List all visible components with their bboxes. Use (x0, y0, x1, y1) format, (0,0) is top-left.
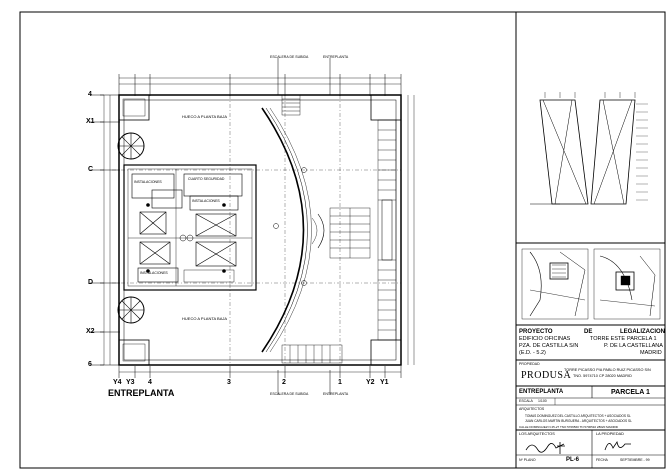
title-block (516, 92, 665, 468)
zone-label-lower: HUECO A PLANTA BAJA (182, 316, 228, 321)
scale-value: 1/100 (538, 399, 547, 403)
corner-core-top-right (370, 94, 402, 121)
core-label-installations-1: INSTALACIONES (134, 180, 162, 184)
owner-address-2: TNO. 5974710 CP 28020 MADRID (573, 374, 632, 378)
section-markers (277, 58, 331, 395)
project-de: DE (584, 329, 593, 335)
mezzanine-stair (311, 207, 371, 259)
project-line3-right: MADRID (640, 350, 662, 356)
corner-core-bottom-left (118, 339, 150, 366)
project-line3-left: (E.D. - 5.2) (519, 350, 546, 356)
core-label-installations-2: INSTALACIONES (192, 199, 220, 203)
key-plan-right (593, 248, 661, 320)
axis-label-y2: Y2 (366, 379, 375, 386)
core-room-installations-3 (189, 195, 239, 211)
architects-line-2: JUAN CARLOS MARTIN BURGUERA - ARQUITECTO… (525, 419, 632, 423)
axis-label-b2: 2 (282, 379, 286, 386)
axis-label-d: D (88, 279, 94, 286)
axis-label-b3: 3 (227, 379, 231, 386)
building-inner-outline (123, 99, 397, 361)
owner-address-1: TORRE PICASSO P/A PABLO RUIZ PICASSO S/N (564, 368, 651, 372)
curved-facade (261, 107, 305, 353)
axis-label-c: C (88, 166, 94, 173)
architects-label: ARQUITECTOS (519, 407, 545, 411)
stair-bottom (281, 344, 343, 364)
core-lift-4 (195, 241, 237, 267)
corner-core-top-left (118, 94, 150, 121)
date-value: SEPTIEMBRE - 99 (620, 458, 650, 462)
round-column-lower (117, 296, 145, 324)
axis-label-y1: Y1 (380, 379, 389, 386)
axis-label-x1: X1 (86, 118, 95, 125)
plan-number-label: Nº PLANO (519, 458, 536, 462)
right-facade-wall (377, 119, 397, 341)
owner-label: PROPIEDAD (519, 362, 540, 366)
core-room-installations-2 (151, 189, 183, 209)
axis-label-4: 4 (88, 91, 92, 98)
floor-title: ENTREPLANTA (108, 388, 175, 398)
corner-core-bottom-right (370, 339, 402, 366)
bottom-dim-ticks (118, 366, 402, 378)
round-column-upper (117, 132, 145, 160)
plan-number: PL-6 (566, 457, 580, 463)
core-label-security: CUARTO SEGURIDAD (188, 177, 225, 181)
elevation-schematic (530, 92, 648, 205)
axis-bubbles-left (90, 94, 104, 366)
callout-bottom-stair: ESCALERA DE SUBIDA (270, 392, 309, 396)
project-line1-right: PARCELA 1 (627, 336, 657, 342)
parcel-label: PARCELA 1 (611, 389, 650, 396)
zone-label-upper: HUECO A PLANTA BAJA (182, 114, 228, 119)
axis-label-y4: Y4 (113, 379, 122, 386)
project-line2-right: P. DE LA CASTELLANA (604, 343, 663, 349)
core-label-installations-3: INSTALACIONES (140, 271, 168, 275)
project-line2-left: PZA. DE CASTILLA S/N (519, 343, 579, 349)
scale-label: ESCALA (519, 399, 533, 403)
date-label: FECHA (596, 458, 608, 462)
project-label: PROYECTO (519, 329, 553, 335)
central-core (123, 164, 257, 291)
owner-name: PRODUSA (521, 370, 572, 381)
building-outline (118, 94, 402, 366)
signature-right-label: LA PROPIEDAD (596, 432, 624, 436)
callout-top-stair: ESCALERA DE SUBIDA (270, 55, 309, 59)
stair-top (281, 94, 301, 116)
sheet-border (19, 11, 666, 469)
axis-label-b4: 4 (148, 379, 152, 386)
core-room-installations-1 (131, 173, 175, 199)
architects-address: CALLE DOMINGUEZ N 25-27 TNO 5706560 TN 5… (519, 425, 618, 429)
project-type: LEGALIZACION (620, 329, 665, 335)
signature-owner (604, 440, 631, 451)
axis-label-x2: X2 (86, 328, 95, 335)
project-line1-mid: TORRE ESTE (590, 336, 626, 342)
axis-label-b1: 1 (338, 379, 342, 386)
signature-left-label: LOS ARQUITECTOS (519, 432, 555, 436)
callout-bottom-mezzanine: ENTREPLANTA (323, 392, 349, 396)
key-plan-left (521, 248, 589, 320)
axis-label-y3: Y3 (126, 379, 135, 386)
sheet-title: ENTREPLANTA (519, 389, 564, 395)
signature-architects (525, 442, 565, 454)
core-lift-1 (139, 211, 167, 235)
core-lift-3 (139, 241, 171, 265)
project-line1-left: EDIFICIO OFICINAS (519, 336, 571, 342)
floor-plan (100, 74, 415, 378)
core-lift-2 (195, 213, 237, 237)
axis-label-6: 6 (88, 361, 92, 368)
core-room-installations-4 (137, 267, 179, 283)
top-dim-ticks (118, 74, 402, 96)
callout-top-mezzanine: ENTREPLANTA (323, 55, 349, 59)
architects-line-1: TOMAS DOMINGUEZ DEL CASTILLO ARQUITECTOS… (525, 414, 631, 418)
